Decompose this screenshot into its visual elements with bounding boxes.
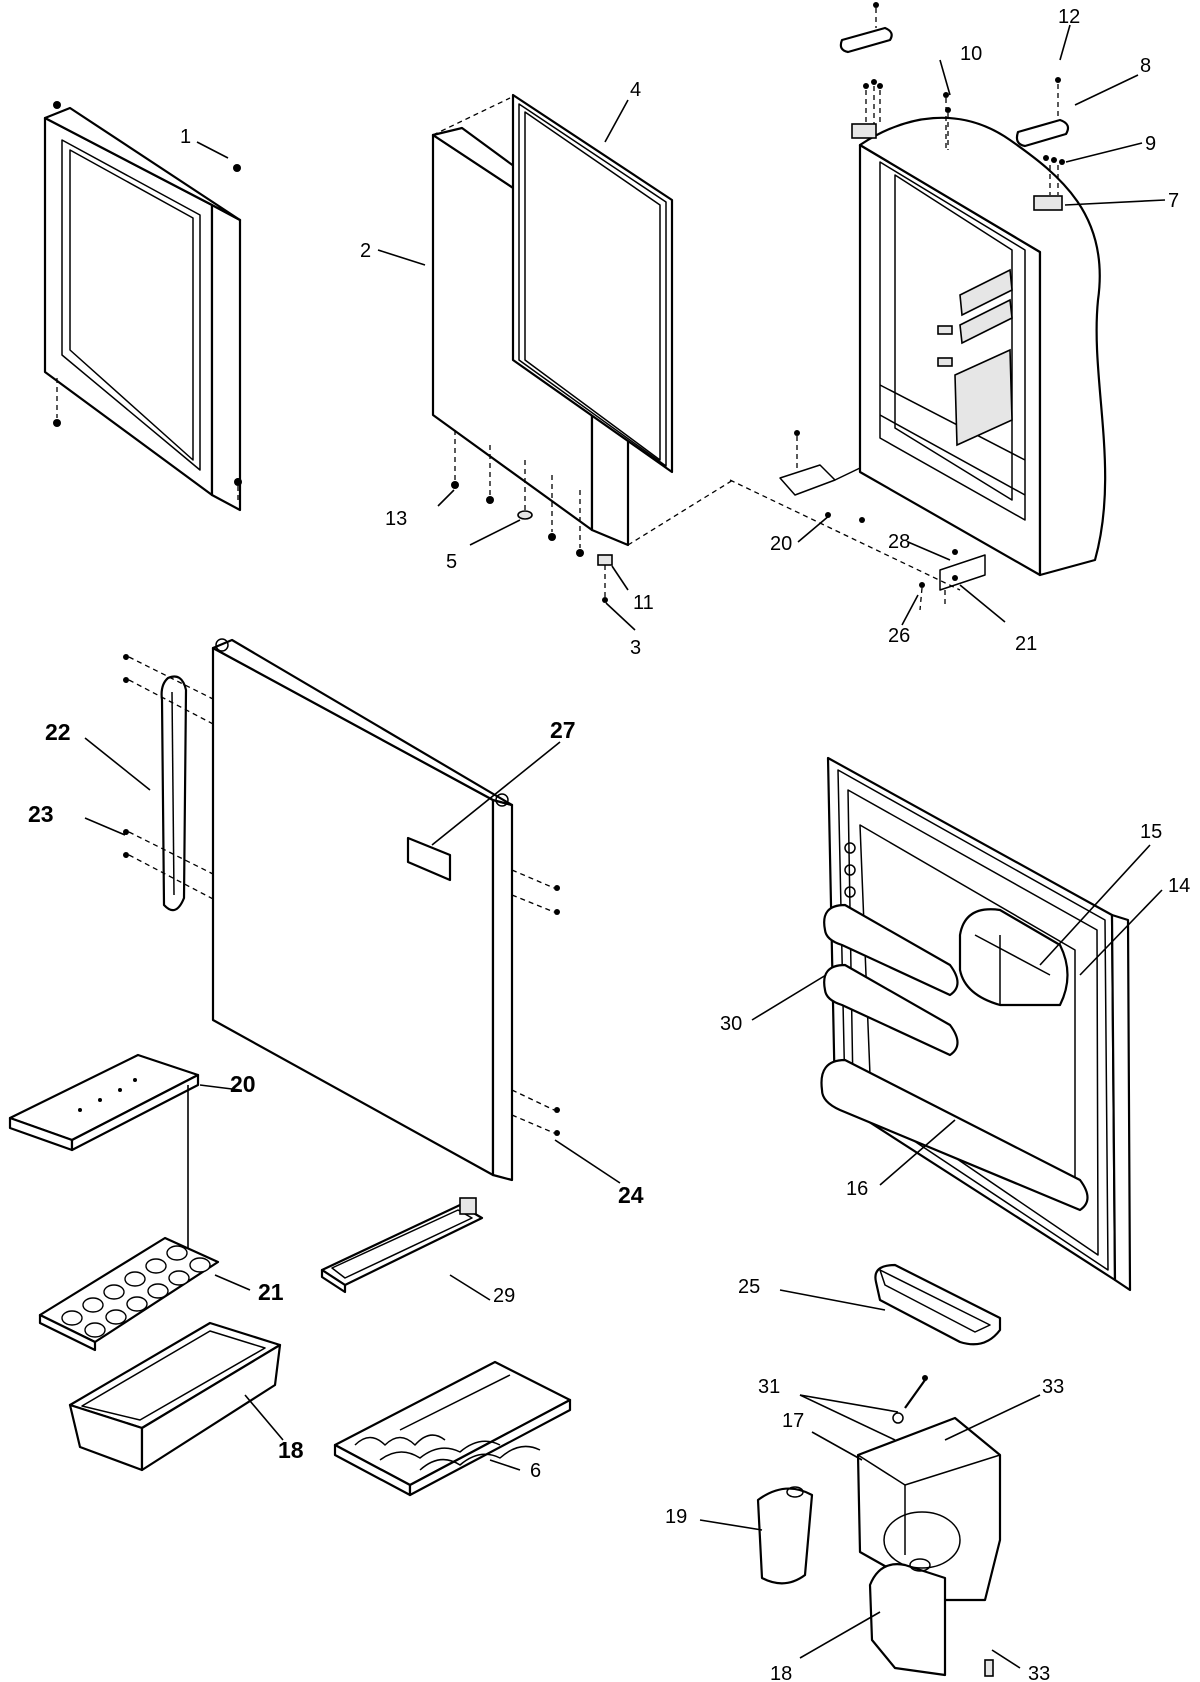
cabinet-part xyxy=(858,116,1107,577)
callout-9: 9 xyxy=(1145,133,1156,155)
callout-11: 11 xyxy=(633,592,654,614)
door-liner-part xyxy=(826,756,1132,1292)
callout-8: 8 xyxy=(1140,55,1151,77)
callout-25: 25 xyxy=(738,1276,760,1298)
hinge-hardware xyxy=(839,2,1070,211)
callout-28: 28 xyxy=(888,531,910,553)
fastener-parts xyxy=(892,1375,994,1677)
callout-13: 13 xyxy=(385,508,407,530)
egg-tray-part xyxy=(38,1236,220,1352)
ice-front-part xyxy=(756,1486,814,1585)
callout-1: 1 xyxy=(180,126,191,148)
fresh-food-door-part xyxy=(211,638,560,1182)
callout-21-egg: 21 xyxy=(258,1279,284,1305)
callout-31: 31 xyxy=(758,1376,780,1398)
gasket-part xyxy=(511,93,674,474)
small-bin-part xyxy=(874,1263,1002,1346)
callout-2: 2 xyxy=(360,240,371,262)
callout-10: 10 xyxy=(960,43,982,65)
door-handle-part xyxy=(123,654,216,912)
callout-21-lower: 21 xyxy=(1015,633,1037,655)
callout-33-top: 33 xyxy=(1042,1376,1064,1398)
bottle-rack-part xyxy=(333,1360,572,1497)
callout-5: 5 xyxy=(446,551,457,573)
callout-12: 12 xyxy=(1058,6,1080,28)
dairy-cover-part xyxy=(958,908,1069,1007)
callout-20-lower: 20 xyxy=(770,533,792,555)
lower-cabinet-hardware xyxy=(729,430,986,611)
callout-27: 27 xyxy=(550,717,576,743)
callout-6: 6 xyxy=(530,1460,541,1482)
callout-18-crisper: 18 xyxy=(278,1437,304,1463)
door-bottom-hardware xyxy=(451,430,613,603)
door-shelf-part xyxy=(820,903,1089,1212)
callout-18-bucket: 18 xyxy=(770,1663,792,1682)
callout-24: 24 xyxy=(618,1182,644,1208)
callout-30: 30 xyxy=(720,1013,742,1035)
callout-26: 26 xyxy=(888,625,910,647)
ice-bucket-part xyxy=(868,1558,947,1677)
callout-33-bottom: 33 xyxy=(1028,1663,1050,1682)
callout-23: 23 xyxy=(28,801,54,827)
callout-15: 15 xyxy=(1140,821,1162,843)
ice-housing-part xyxy=(856,1416,1002,1602)
callout-14: 14 xyxy=(1168,875,1190,897)
callout-17: 17 xyxy=(782,1410,804,1432)
callout-29: 29 xyxy=(493,1285,515,1307)
callout-3: 3 xyxy=(630,637,641,659)
callout-19: 19 xyxy=(665,1506,687,1528)
crisper-bin-part xyxy=(68,1321,282,1472)
shelf-frame-part xyxy=(320,1197,484,1294)
leader-lines xyxy=(84,24,1166,1669)
callout-22: 22 xyxy=(45,719,71,745)
callout-16: 16 xyxy=(846,1178,868,1200)
shelf-part xyxy=(8,1053,200,1272)
callout-4: 4 xyxy=(630,79,641,101)
callout-20-shelf: 20 xyxy=(230,1071,256,1097)
door-frame-part xyxy=(43,101,242,512)
callout-labels: 1 2 3 4 5 6 7 8 9 10 11 12 13 14 15 16 1… xyxy=(28,6,1190,1682)
callout-7: 7 xyxy=(1168,190,1179,212)
